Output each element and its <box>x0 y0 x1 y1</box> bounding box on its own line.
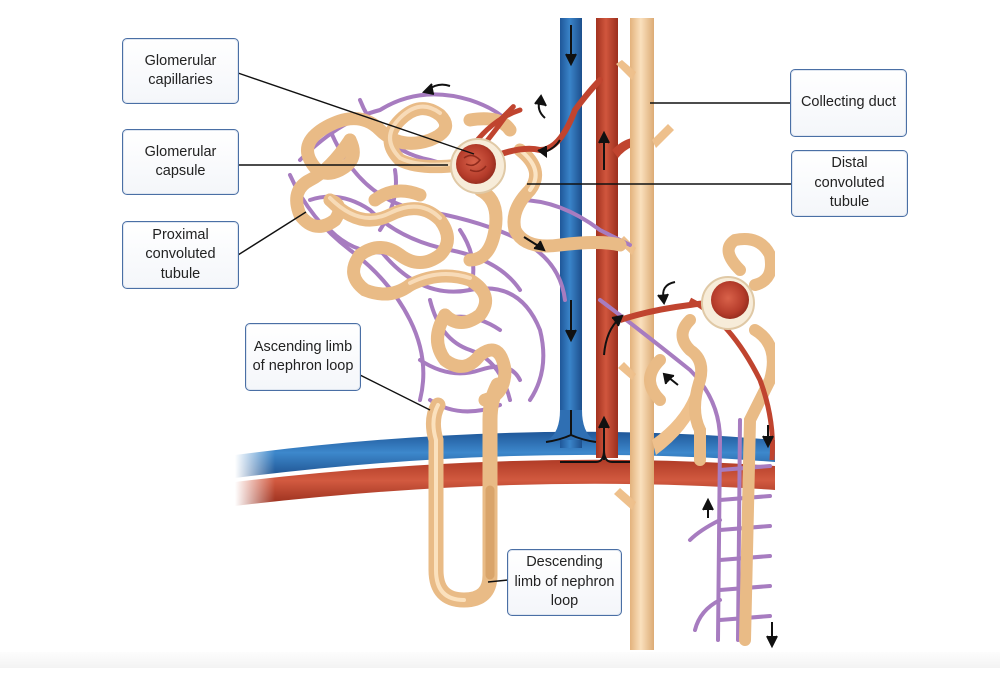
label-glomerular-capillaries[interactable]: Glomerular capillaries <box>122 38 239 104</box>
leader-proximal-tubule <box>237 211 307 256</box>
label-proximal-convoluted-tubule[interactable]: Proximal convoluted tubule <box>122 221 239 289</box>
glomerulus <box>450 138 506 194</box>
interlobular-vein <box>548 18 594 448</box>
nephron-loop <box>425 377 506 608</box>
label-collecting-duct[interactable]: Collecting duct <box>790 69 907 137</box>
bottom-strip <box>0 652 1000 668</box>
tubule-highlights <box>328 104 472 285</box>
label-glomerular-capsule[interactable]: Glomerular capsule <box>122 129 239 195</box>
label-ascending-limb[interactable]: Ascending limb of nephron loop <box>245 323 361 391</box>
distal-tubule <box>507 143 627 253</box>
flow-arrows <box>421 25 778 649</box>
leader-glomerular-capillaries <box>237 72 475 155</box>
label-descending-limb[interactable]: Descending limb of nephron loop <box>507 549 622 616</box>
second-nephron <box>619 233 775 646</box>
label-distal-convoluted-tubule[interactable]: Distal convoluted tubule <box>791 150 908 217</box>
leader-descending-limb <box>487 579 509 583</box>
leader-ascending-limb <box>359 374 431 411</box>
leader-lines <box>237 72 791 583</box>
